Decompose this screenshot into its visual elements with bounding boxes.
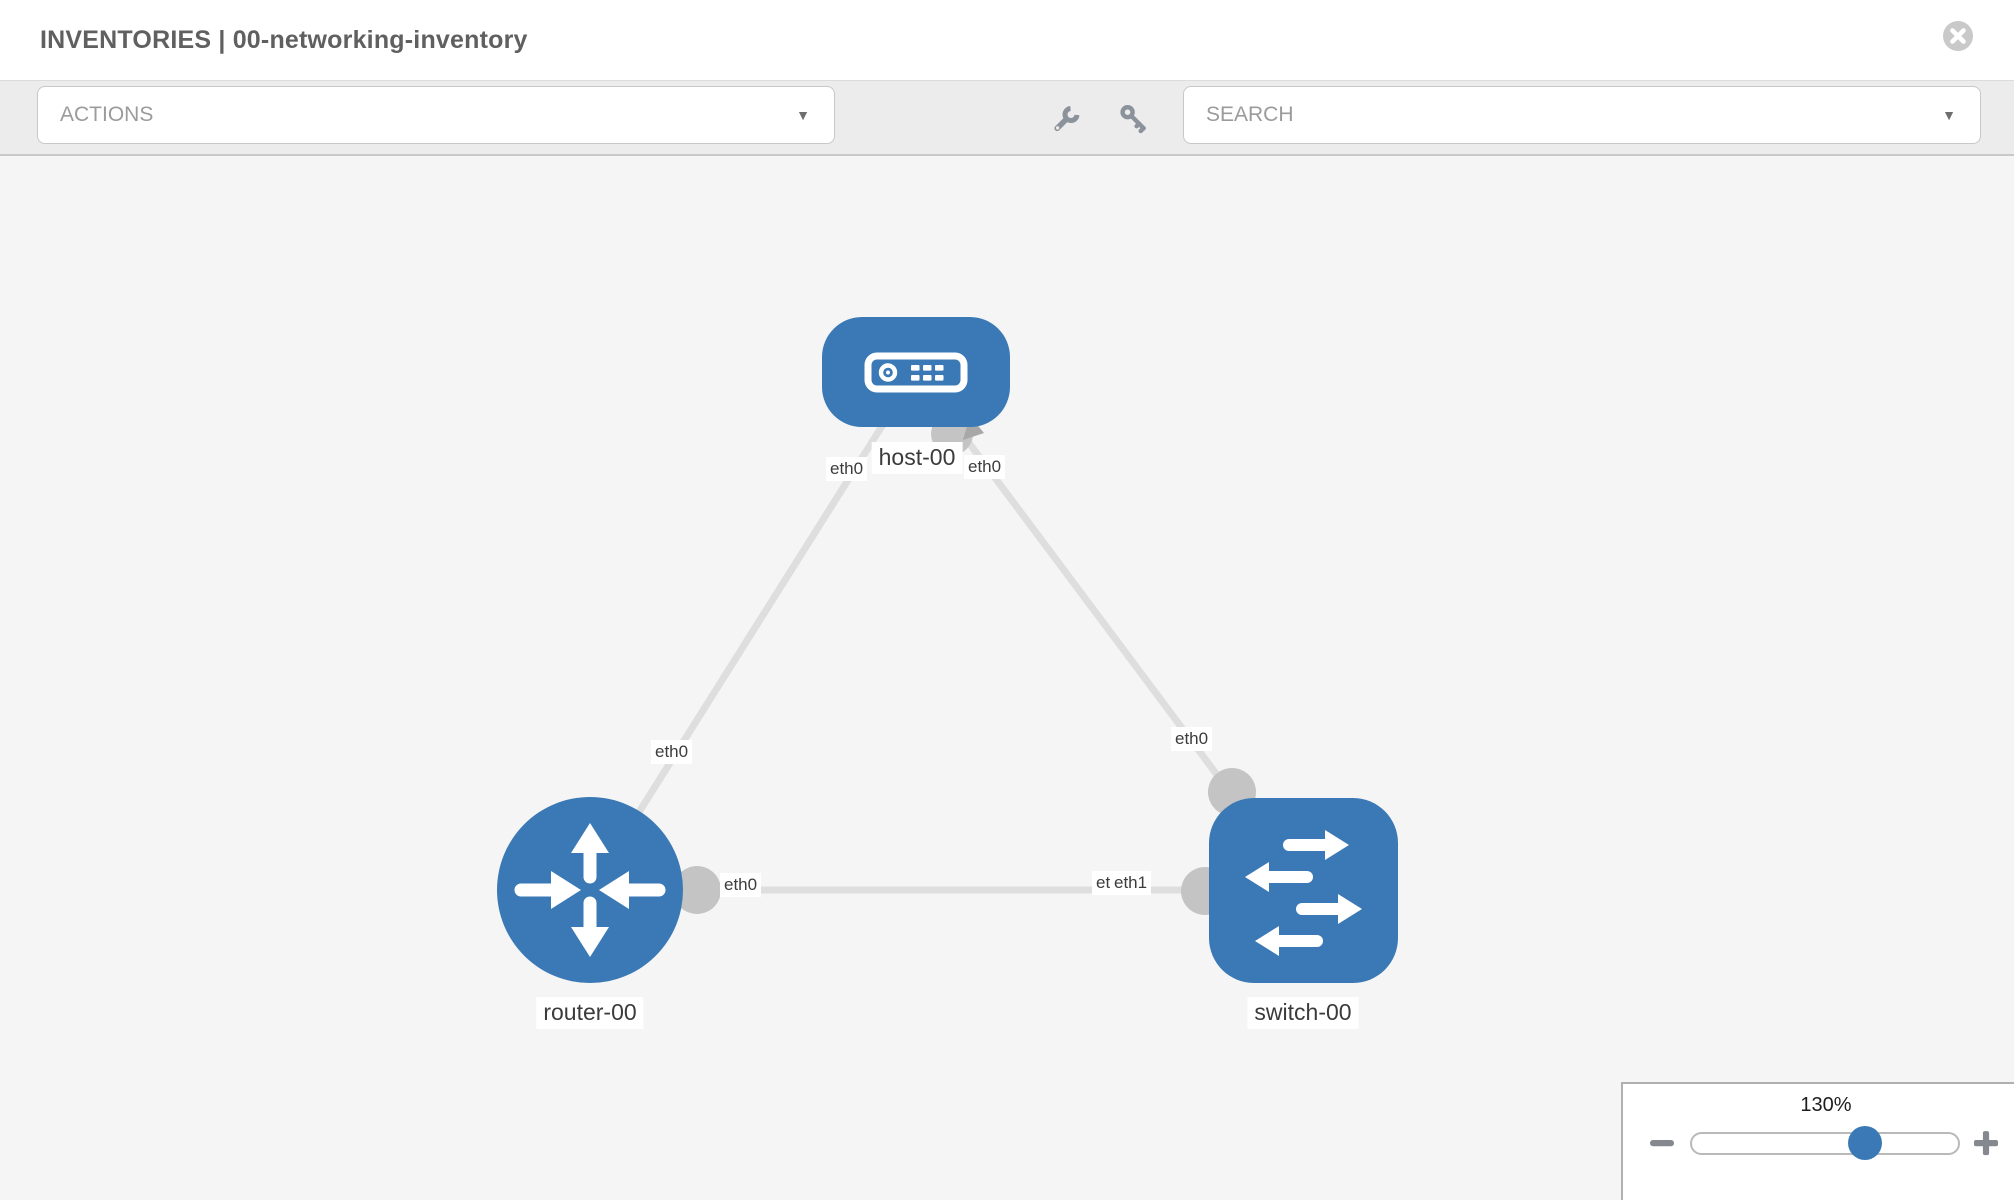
- switch-node[interactable]: [1209, 798, 1398, 983]
- interface-label: eth0: [964, 455, 1006, 480]
- zoom-in-button[interactable]: [1971, 1128, 2001, 1158]
- router-icon: [514, 823, 666, 957]
- plus-icon: [1974, 1131, 1998, 1156]
- toolbar: ACTIONS ▼ SEARCH ▼: [0, 80, 2014, 156]
- interface-label: eth0: [651, 740, 693, 765]
- zoom-slider[interactable]: [1690, 1126, 1960, 1160]
- key-button[interactable]: [1108, 93, 1160, 145]
- interface-label: eth0: [720, 873, 762, 898]
- key-icon: [1120, 104, 1146, 134]
- host-node[interactable]: [822, 317, 1010, 427]
- topology-graph: [497, 317, 1398, 983]
- zoom-panel: 130%: [1621, 1082, 2014, 1200]
- close-button[interactable]: [1942, 20, 1974, 52]
- actions-dropdown[interactable]: ACTIONS ▼: [37, 86, 835, 144]
- chevron-down-icon: ▼: [796, 107, 810, 123]
- interface-label: eth1: [1110, 871, 1152, 896]
- host-icon: [864, 352, 968, 393]
- search-dropdown[interactable]: SEARCH ▼: [1183, 86, 1981, 144]
- host-node-label: host-00: [871, 442, 963, 474]
- router-node-label: router-00: [536, 997, 644, 1029]
- interface-label: eth0: [1171, 727, 1213, 752]
- search-dropdown-label: SEARCH: [1206, 103, 1294, 126]
- zoom-level-value: 130%: [1800, 1094, 1852, 1116]
- router-node[interactable]: [497, 797, 683, 983]
- interface-port: [673, 866, 721, 914]
- minus-icon: [1650, 1140, 1674, 1147]
- zoom-slider-thumb[interactable]: [1848, 1126, 1882, 1160]
- topology-canvas[interactable]: eth0 host-00 eth0 eth0 eth0 eth0 eth0 et…: [0, 156, 2014, 1200]
- wrench-button[interactable]: [1040, 93, 1092, 145]
- close-icon: [1943, 21, 1973, 51]
- switch-icon: [1245, 830, 1362, 956]
- chevron-down-icon: ▼: [1942, 107, 1956, 123]
- page-title: INVENTORIES | 00-networking-inventory: [40, 25, 528, 54]
- actions-dropdown-label: ACTIONS: [60, 103, 154, 126]
- zoom-out-button[interactable]: [1647, 1128, 1677, 1158]
- header: INVENTORIES | 00-networking-inventory: [0, 0, 2014, 80]
- wrench-icon: [1054, 106, 1080, 132]
- switch-node-label: switch-00: [1247, 997, 1359, 1029]
- interface-label: eth0: [826, 457, 868, 482]
